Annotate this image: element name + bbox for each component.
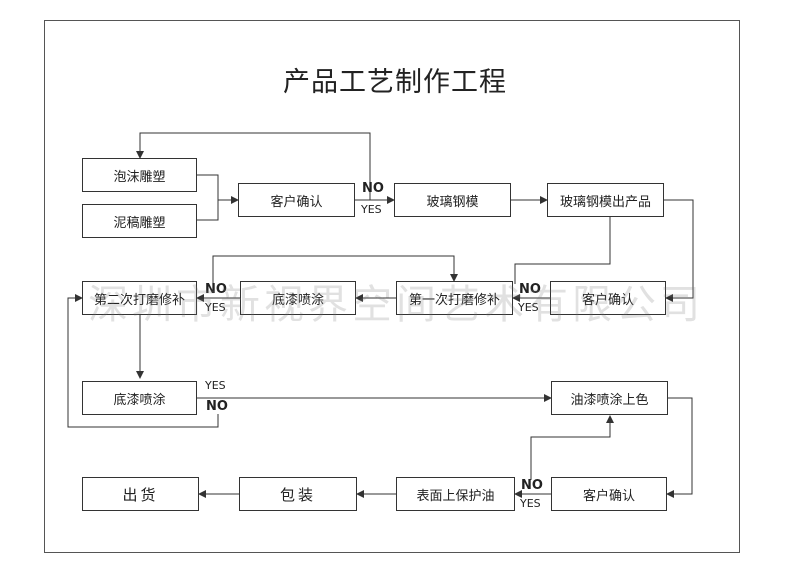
node-customer-confirm-2: 客户确认 [550, 281, 666, 315]
node-primer-spray-2: 底漆喷涂 [82, 381, 197, 415]
label-no-confirm2: NO [519, 282, 541, 297]
edge-foam-confirm1 [197, 174, 239, 204]
edge-paint-confirm3 [666, 397, 693, 498]
label-yes-primer2: YES [205, 379, 226, 392]
edge-confirm3-no-paint [530, 415, 614, 480]
edge-primer2-no-sand2 [67, 294, 219, 428]
node-glass-fiber-product: 玻璃钢模出产品 [547, 183, 664, 217]
node-first-sanding: 第一次打磨修补 [396, 281, 513, 315]
label-yes-confirm3: YES [520, 497, 541, 510]
label-no-confirm1: NO [362, 181, 384, 196]
edge-confirm2-no-product [514, 217, 611, 284]
label-no-primer2: NO [206, 399, 228, 414]
node-customer-confirm-1: 客户确认 [238, 183, 355, 217]
node-protective-oil: 表面上保护油 [396, 477, 515, 511]
diagram-frame [44, 20, 740, 553]
edge-sand2-no-sand1 [212, 255, 458, 284]
label-no-sand2: NO [205, 282, 227, 297]
node-foam-sculpture: 泡沫雕塑 [82, 158, 197, 192]
edge-confirm1-no-foam [136, 132, 371, 200]
node-glass-fiber-mold: 玻璃钢模 [394, 183, 511, 217]
node-clay-sculpture: 泥稿雕塑 [82, 204, 197, 238]
node-second-sanding: 第二次打磨修补 [82, 281, 197, 315]
label-no-confirm3: NO [521, 478, 543, 493]
node-shipping: 出货 [82, 477, 199, 511]
node-packaging: 包装 [239, 477, 357, 511]
label-yes-confirm2: YES [518, 301, 539, 314]
node-paint-coloring: 油漆喷涂上色 [551, 381, 668, 415]
edge-clay-confirm1 [197, 200, 219, 221]
node-primer-spray-1: 底漆喷涂 [240, 281, 356, 315]
diagram-title: 产品工艺制作工程 [283, 67, 507, 98]
node-customer-confirm-3: 客户确认 [551, 477, 667, 511]
edge-product-confirm2 [664, 199, 694, 302]
label-yes-sand2: YES [205, 301, 226, 314]
label-yes-confirm1: YES [361, 203, 382, 216]
